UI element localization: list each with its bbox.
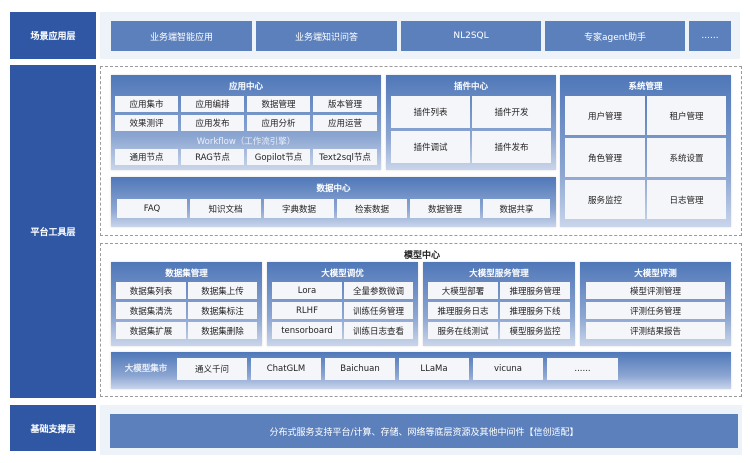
dataset-cell-upload[interactable]: 数据集上传 xyxy=(188,282,257,299)
data-cell-data-sharing[interactable]: 数据共享 xyxy=(483,199,550,218)
service-cell-inference-mgmt[interactable]: 推理服务管理 xyxy=(500,282,570,299)
system-mgmt-title: 系统管理 xyxy=(628,82,663,92)
eval-cell-mgmt[interactable]: 模型评测管理 xyxy=(586,282,725,299)
layer-label-scene: 场景应用层 xyxy=(10,12,96,59)
market-cell-more[interactable]: ...... xyxy=(547,358,618,380)
system-cell-log-mgmt[interactable]: 日志管理 xyxy=(647,180,726,219)
model-evaluation-title: 大模型评测 xyxy=(634,269,677,279)
data-center-title: 数据中心 xyxy=(316,184,351,194)
market-cell-vicuna[interactable]: vicuna xyxy=(473,358,543,380)
app-center-panel: 应用中心 应用集市 应用编排 数据管理 版本管理 效果测评 应用发布 应用分析 … xyxy=(111,75,381,170)
dataset-mgmt-title: 数据集管理 xyxy=(165,269,208,279)
market-title: 大模型集市 xyxy=(124,364,168,374)
market-cell-baichuan[interactable]: Baichuan xyxy=(325,358,395,380)
app-cell-data-mgmt[interactable]: 数据管理 xyxy=(247,96,310,112)
system-cell-user-mgmt[interactable]: 用户管理 xyxy=(565,96,645,135)
service-cell-deploy[interactable]: 大模型部署 xyxy=(428,282,498,299)
model-tuning-panel: 大模型调优 Lora 全量参数微调 RLHF 训练任务管理 tensorboar… xyxy=(267,262,418,346)
data-cell-retrieval[interactable]: 检索数据 xyxy=(337,199,407,218)
service-cell-inference-log[interactable]: 推理服务日志 xyxy=(428,302,498,319)
app-center-title: 应用中心 xyxy=(228,82,263,92)
workflow-title: Workflow（工作流引擎） xyxy=(196,137,296,147)
scene-item-smart-app[interactable]: 业务端智能应用 xyxy=(111,21,252,51)
tuning-cell-lora[interactable]: Lora xyxy=(272,282,342,299)
data-center-panel: 数据中心 FAQ 知识文档 字典数据 检索数据 数据管理 数据共享 xyxy=(111,177,556,227)
service-cell-monitor[interactable]: 模型服务监控 xyxy=(500,322,570,339)
system-mgmt-panel: 系统管理 用户管理 租户管理 角色管理 系统设置 服务监控 日志管理 xyxy=(560,75,731,227)
model-market-panel: 大模型集市 通义千问 ChatGLM Baichuan LLaMa vicuna… xyxy=(111,352,731,389)
data-cell-dictionary[interactable]: 字典数据 xyxy=(264,199,334,218)
scene-item-expert-agent[interactable]: 专家agent助手 xyxy=(545,21,685,51)
tuning-cell-tensorboard[interactable]: tensorboard xyxy=(272,322,342,339)
data-cell-faq[interactable]: FAQ xyxy=(117,199,187,218)
app-cell-operations[interactable]: 应用运营 xyxy=(313,115,377,131)
dataset-mgmt-panel: 数据集管理 数据集列表 数据集上传 数据集清洗 数据集标注 数据集扩展 数据集删… xyxy=(111,262,262,346)
model-center-title: 模型中心 xyxy=(403,251,440,261)
market-cell-tongyi[interactable]: 通义千问 xyxy=(177,358,247,380)
dataset-cell-expand[interactable]: 数据集扩展 xyxy=(116,322,186,339)
app-cell-analysis[interactable]: 应用分析 xyxy=(247,115,310,131)
service-cell-online-test[interactable]: 服务在线测试 xyxy=(428,322,498,339)
plugin-cell-publish[interactable]: 插件发布 xyxy=(472,131,551,163)
dataset-cell-delete[interactable]: 数据集删除 xyxy=(188,322,257,339)
tuning-cell-full-finetune[interactable]: 全量参数微调 xyxy=(344,282,413,299)
app-cell-market[interactable]: 应用集市 xyxy=(115,96,178,112)
plugin-cell-develop[interactable]: 插件开发 xyxy=(472,96,551,128)
data-cell-data-mgmt[interactable]: 数据管理 xyxy=(410,199,480,218)
service-cell-inference-offline[interactable]: 推理服务下线 xyxy=(500,302,570,319)
dataset-cell-clean[interactable]: 数据集清洗 xyxy=(116,302,186,319)
workflow-cell-rag-node[interactable]: RAG节点 xyxy=(181,149,244,165)
system-cell-role-mgmt[interactable]: 角色管理 xyxy=(565,138,645,177)
layer-label-platform: 平台工具层 xyxy=(10,65,96,398)
layer-label-foundation: 基础支撑层 xyxy=(10,405,96,451)
system-cell-service-monitor[interactable]: 服务监控 xyxy=(565,180,645,219)
market-cell-chatglm[interactable]: ChatGLM xyxy=(251,358,321,380)
system-cell-tenant-mgmt[interactable]: 租户管理 xyxy=(647,96,726,135)
market-cell-llama[interactable]: LLaMa xyxy=(399,358,469,380)
model-evaluation-panel: 大模型评测 模型评测管理 评测任务管理 评测结果报告 xyxy=(580,262,731,346)
workflow-cell-gopilot-node[interactable]: Gopilot节点 xyxy=(247,149,310,165)
eval-cell-task-mgmt[interactable]: 评测任务管理 xyxy=(586,302,725,319)
foundation-content-bar: 分布式服务支持平台/计算、存储、网络等底层资源及其他中间件【信创适配】 xyxy=(110,414,738,448)
tuning-cell-task-mgmt[interactable]: 训练任务管理 xyxy=(344,302,413,319)
app-cell-publish[interactable]: 应用发布 xyxy=(181,115,244,131)
tuning-cell-rlhf[interactable]: RLHF xyxy=(272,302,342,319)
model-service-title: 大模型服务管理 xyxy=(469,269,529,279)
scene-item-nl2sql[interactable]: NL2SQL xyxy=(401,21,541,51)
eval-cell-report[interactable]: 评测结果报告 xyxy=(586,322,725,339)
scene-item-more[interactable]: ...... xyxy=(689,21,731,51)
dataset-cell-list[interactable]: 数据集列表 xyxy=(116,282,186,299)
model-tuning-title: 大模型调优 xyxy=(321,269,364,279)
model-service-panel: 大模型服务管理 大模型部署 推理服务管理 推理服务日志 推理服务下线 服务在线测… xyxy=(423,262,575,346)
plugin-cell-debug[interactable]: 插件调试 xyxy=(391,131,470,163)
workflow-cell-general-node[interactable]: 通用节点 xyxy=(115,149,178,165)
workflow-cell-text2sql-node[interactable]: Text2sql节点 xyxy=(313,149,377,165)
scene-item-knowledge-qa[interactable]: 业务端知识问答 xyxy=(256,21,397,51)
tuning-cell-log-view[interactable]: 训练日志查看 xyxy=(344,322,413,339)
dataset-cell-annotate[interactable]: 数据集标注 xyxy=(188,302,257,319)
system-cell-settings[interactable]: 系统设置 xyxy=(647,138,726,177)
plugin-center-title: 插件中心 xyxy=(453,82,488,92)
plugin-center-panel: 插件中心 插件列表 插件开发 插件调试 插件发布 xyxy=(386,75,556,170)
plugin-cell-list[interactable]: 插件列表 xyxy=(391,96,470,128)
app-cell-orchestrate[interactable]: 应用编排 xyxy=(181,96,244,112)
app-cell-evaluation[interactable]: 效果测评 xyxy=(115,115,178,131)
data-cell-knowledge-docs[interactable]: 知识文档 xyxy=(190,199,261,218)
app-cell-version-mgmt[interactable]: 版本管理 xyxy=(313,96,377,112)
